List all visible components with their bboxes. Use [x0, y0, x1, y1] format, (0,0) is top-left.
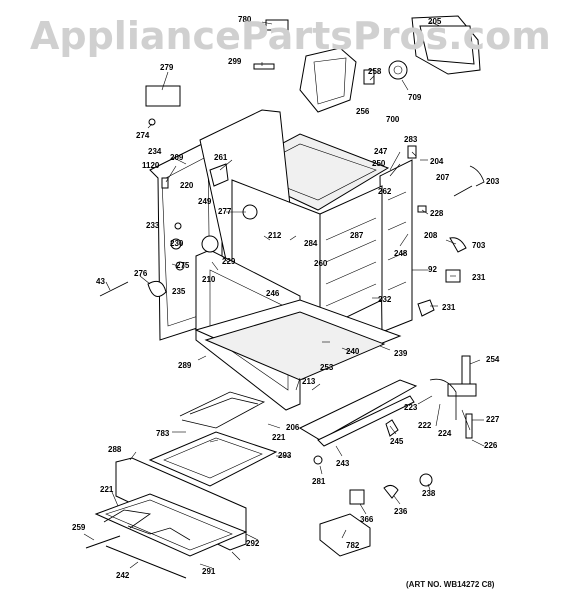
- callout-label: 253: [320, 363, 334, 372]
- callout-label: 233: [146, 221, 160, 230]
- callout-label: 299: [228, 57, 242, 66]
- callout-label: 207: [436, 173, 450, 182]
- callout-label: 210: [202, 275, 216, 284]
- callout-label: 709: [408, 93, 422, 102]
- broil-pan: [148, 431, 278, 487]
- callout-label: 231: [472, 273, 486, 282]
- callout-label: 281: [312, 477, 326, 486]
- callout-label: 246: [266, 289, 280, 298]
- callout-label: 234: [148, 147, 162, 156]
- top-small-parts: [145, 60, 408, 126]
- callout-label: 212: [268, 231, 282, 240]
- callout-labels: 780 205 299 279 258 709 274 256 700 283 …: [72, 15, 500, 580]
- callout-label: 240: [346, 347, 360, 356]
- callout-label: 780: [238, 15, 252, 24]
- callout-label: 204: [430, 157, 444, 166]
- callout-label: 92: [428, 265, 437, 274]
- right-small-parts: [407, 145, 485, 317]
- callout-label: 221: [100, 485, 114, 494]
- callout-label: 283: [404, 135, 418, 144]
- callout-label: 243: [336, 459, 350, 468]
- left-small-parts: [99, 163, 258, 297]
- callout-label: 291: [202, 567, 216, 576]
- rear-top-panel: [265, 15, 481, 75]
- callout-label: 208: [424, 231, 438, 240]
- burner-assembly: [298, 355, 477, 447]
- callout-label: 260: [314, 259, 328, 268]
- callout-label: 279: [160, 63, 174, 72]
- callout-label: 247: [374, 147, 388, 156]
- callout-label: 275: [176, 261, 190, 270]
- callout-label: 249: [198, 197, 212, 206]
- callout-label: 782: [346, 541, 360, 550]
- callout-label: 284: [304, 239, 318, 248]
- vent-duct: [299, 47, 357, 113]
- bake-element: [179, 391, 266, 429]
- callout-label: 245: [390, 437, 404, 446]
- callout-label: 238: [422, 489, 436, 498]
- callout-label: 230: [170, 239, 184, 248]
- callout-label: 262: [378, 187, 392, 196]
- callout-label: 277: [218, 207, 232, 216]
- right-side-panel: [379, 159, 413, 333]
- broil-element: [103, 509, 191, 541]
- callout-label: 274: [136, 131, 150, 140]
- callout-label: 293: [278, 451, 292, 460]
- callout-label: 231: [442, 303, 456, 312]
- art-number: (ART NO. WB14272 C8): [406, 580, 495, 589]
- callout-label: 703: [472, 241, 486, 250]
- callout-label: 229: [222, 257, 236, 266]
- callout-label: 224: [438, 429, 452, 438]
- callout-label: 227: [486, 415, 500, 424]
- callout-label: 43: [96, 277, 105, 286]
- drawer-rails: [85, 535, 187, 579]
- callout-label: 235: [172, 287, 186, 296]
- callout-label: 239: [394, 349, 408, 358]
- callout-label: 242: [116, 571, 130, 580]
- callout-label: 248: [394, 249, 408, 258]
- bottom-small-parts: [313, 419, 433, 557]
- callout-label: 205: [428, 17, 442, 26]
- callout-label: 1120: [142, 161, 160, 170]
- callout-label: 232: [378, 295, 392, 304]
- callout-label: 220: [180, 181, 194, 190]
- callout-label: 292: [246, 539, 260, 548]
- callout-label: 203: [486, 177, 500, 186]
- callout-label: 228: [430, 209, 444, 218]
- drawer-body: [194, 299, 402, 381]
- callout-label: 222: [418, 421, 432, 430]
- callout-label: 261: [214, 153, 228, 162]
- callout-label: 289: [178, 361, 192, 370]
- callout-label: 288: [108, 445, 122, 454]
- drawer-front: [94, 457, 248, 557]
- callout-label: 287: [350, 231, 364, 240]
- callout-label: 223: [404, 403, 418, 412]
- callout-label: 226: [484, 441, 498, 450]
- callout-label: 256: [356, 107, 370, 116]
- callout-label: 259: [72, 523, 86, 532]
- callout-label: 206: [286, 423, 300, 432]
- callout-label: 236: [394, 507, 408, 516]
- callout-label: 209: [170, 153, 184, 162]
- callout-label: 700: [386, 115, 400, 124]
- callout-label: 276: [134, 269, 148, 278]
- callout-label: 250: [372, 159, 386, 168]
- callout-label: 258: [368, 67, 382, 76]
- callout-label: 213: [302, 377, 316, 386]
- callout-label: 254: [486, 355, 500, 364]
- callout-label: 783: [156, 429, 170, 438]
- leader-lines: [83, 21, 485, 569]
- callout-label: 221: [272, 433, 286, 442]
- callout-label: 366: [360, 515, 374, 524]
